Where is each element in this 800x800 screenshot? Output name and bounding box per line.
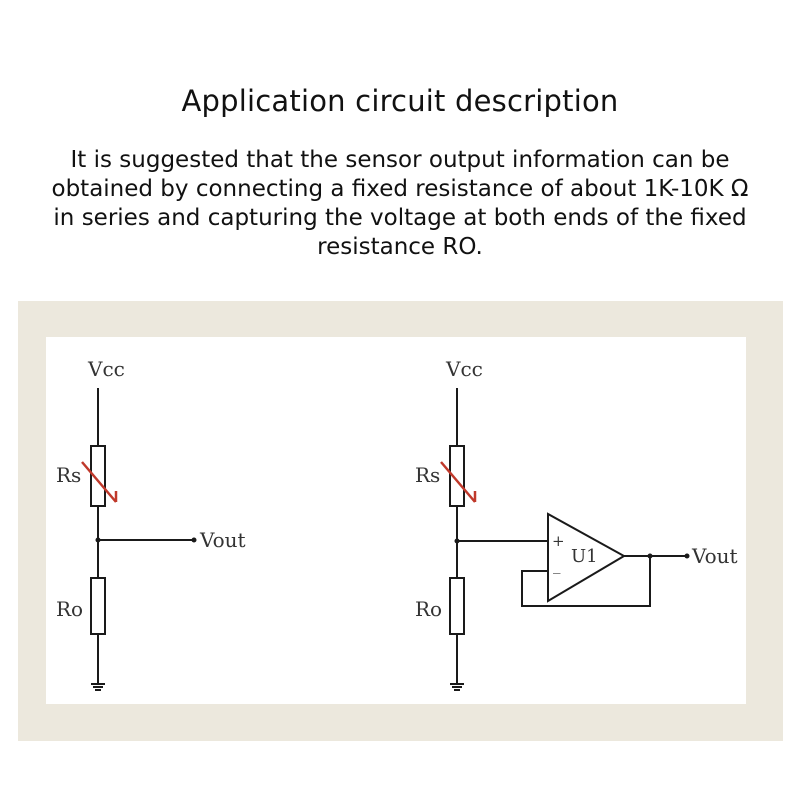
right-output-terminal <box>684 553 690 559</box>
page-title: Application circuit description <box>181 84 619 118</box>
opamp-plus-label: + <box>552 532 565 550</box>
opamp-feedback-wire <box>521 556 651 607</box>
left-rs-label: Rs <box>56 463 81 487</box>
right-ro-label: Ro <box>415 597 442 621</box>
left-vout-label: Vout <box>199 528 246 552</box>
left-ro-label: Ro <box>56 597 83 621</box>
left-sensor-arrow <box>81 461 118 503</box>
circuit-left <box>90 388 192 684</box>
left-ground-icon <box>91 683 105 691</box>
schematic-area <box>46 337 746 704</box>
opamp-minus-label: _ <box>553 556 561 574</box>
left-vcc-label: Vcc <box>87 357 125 381</box>
right-ground-icon <box>450 683 464 691</box>
opamp-u1-label: U1 <box>571 546 598 567</box>
right-sensor-arrow <box>440 461 477 503</box>
left-junction-dot <box>95 537 101 543</box>
left-output-terminal <box>191 537 197 543</box>
opamp-triangle <box>547 512 627 603</box>
right-feedback-junction-dot <box>647 553 653 559</box>
right-vout-label: Vout <box>691 544 738 568</box>
description-paragraph: It is suggested that the sensor output i… <box>51 147 749 260</box>
right-vcc-label: Vcc <box>445 357 483 381</box>
right-rs-label: Rs <box>415 463 440 487</box>
right-junction-dot <box>454 538 460 544</box>
